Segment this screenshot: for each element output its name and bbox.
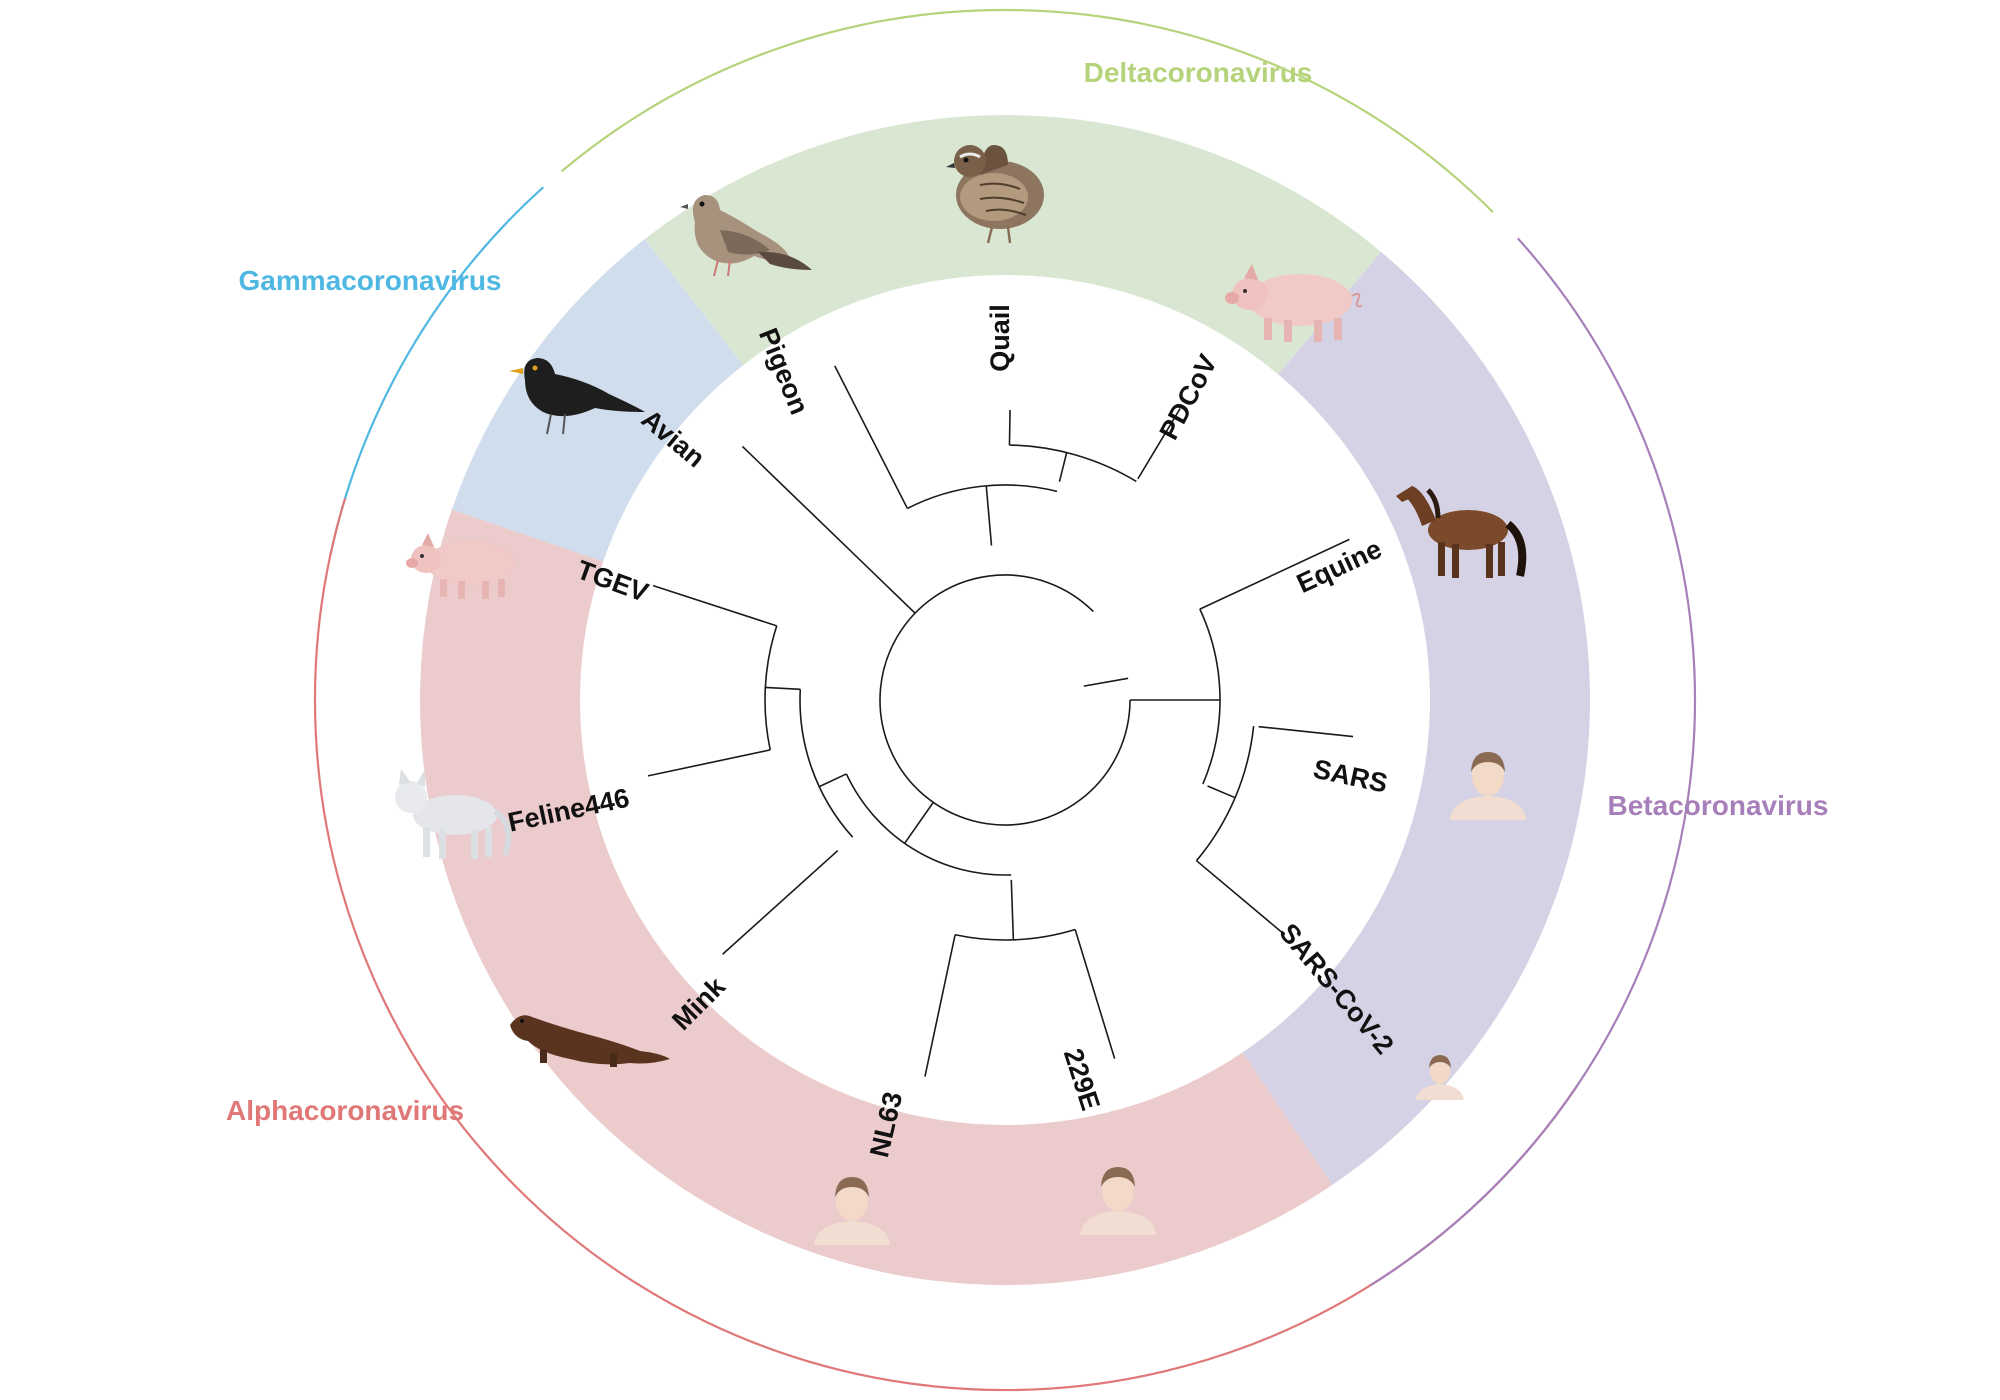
tree-branch bbox=[879, 637, 1131, 826]
tree-branch bbox=[924, 934, 956, 1077]
horse-icon bbox=[1396, 486, 1527, 578]
genus-label-delta: Deltacoronavirus bbox=[1084, 57, 1313, 88]
tree-branch bbox=[954, 928, 1076, 941]
tree-branch bbox=[1195, 860, 1286, 936]
tree-branch bbox=[1137, 408, 1181, 480]
cat-icon bbox=[395, 769, 512, 859]
tree-branch bbox=[818, 773, 847, 788]
pig-icon bbox=[406, 533, 514, 599]
genus-label-gamma: Gammacoronavirus bbox=[239, 265, 502, 296]
genus-labels: Deltacoronavirus Gammacoronavirus Alphac… bbox=[226, 57, 1829, 1126]
arc-beta bbox=[1370, 237, 1697, 1287]
leaf-label-pigeon: Pigeon bbox=[753, 324, 815, 419]
tree-branch bbox=[652, 584, 777, 627]
blackbird-icon bbox=[509, 358, 645, 435]
sector-delta bbox=[644, 114, 1382, 375]
tree-branch bbox=[1010, 879, 1015, 940]
host-illustrations bbox=[395, 145, 1527, 1245]
tree-branch bbox=[834, 365, 909, 509]
tree-branch bbox=[985, 485, 993, 546]
human-icon bbox=[1450, 752, 1526, 820]
human-icon bbox=[1080, 1167, 1156, 1235]
tree-branch bbox=[799, 689, 854, 838]
tree-branch bbox=[1074, 929, 1116, 1059]
arc-alpha bbox=[313, 497, 1578, 1392]
leaf-label-229e: 229E bbox=[1058, 1045, 1106, 1114]
tree-branch bbox=[1083, 677, 1129, 687]
tree-branch bbox=[907, 484, 1058, 510]
tree-branch bbox=[1199, 538, 1350, 610]
leaf-label-quail: Quail bbox=[985, 304, 1015, 372]
genus-sectors bbox=[420, 114, 1590, 1286]
leaf-label-pdcov: PDCoV bbox=[1154, 350, 1223, 445]
tree-branch bbox=[903, 801, 934, 844]
genus-label-alpha: Alphacoronavirus bbox=[226, 1095, 464, 1126]
tree-branch bbox=[1009, 444, 1137, 483]
genus-label-beta: Betacoronavirus bbox=[1608, 790, 1829, 821]
mink-icon bbox=[510, 1015, 670, 1067]
tree-branch bbox=[647, 749, 771, 777]
arc-delta bbox=[560, 8, 1494, 213]
tree-branch bbox=[765, 686, 801, 691]
tree-branches bbox=[647, 365, 1354, 1077]
pig-icon bbox=[1225, 264, 1363, 342]
sector-beta bbox=[1242, 251, 1590, 1185]
tree-branch bbox=[722, 849, 839, 955]
human-icon bbox=[1416, 1055, 1464, 1100]
tree-branch bbox=[1207, 785, 1236, 799]
tree-branch bbox=[845, 773, 1012, 876]
human-icon bbox=[814, 1177, 890, 1245]
tree-branch bbox=[741, 445, 916, 614]
tree-branch bbox=[1058, 452, 1068, 482]
dove-icon bbox=[680, 194, 812, 277]
tree-branch bbox=[1008, 410, 1011, 446]
genus-arcs bbox=[313, 8, 1697, 1392]
tree-branch bbox=[1258, 725, 1354, 738]
tree-branch bbox=[896, 574, 1094, 638]
tree-branch bbox=[1199, 608, 1221, 785]
quail-icon bbox=[946, 145, 1044, 244]
sector-alpha bbox=[420, 509, 1333, 1286]
leaf-label-sars: SARS bbox=[1311, 754, 1391, 799]
